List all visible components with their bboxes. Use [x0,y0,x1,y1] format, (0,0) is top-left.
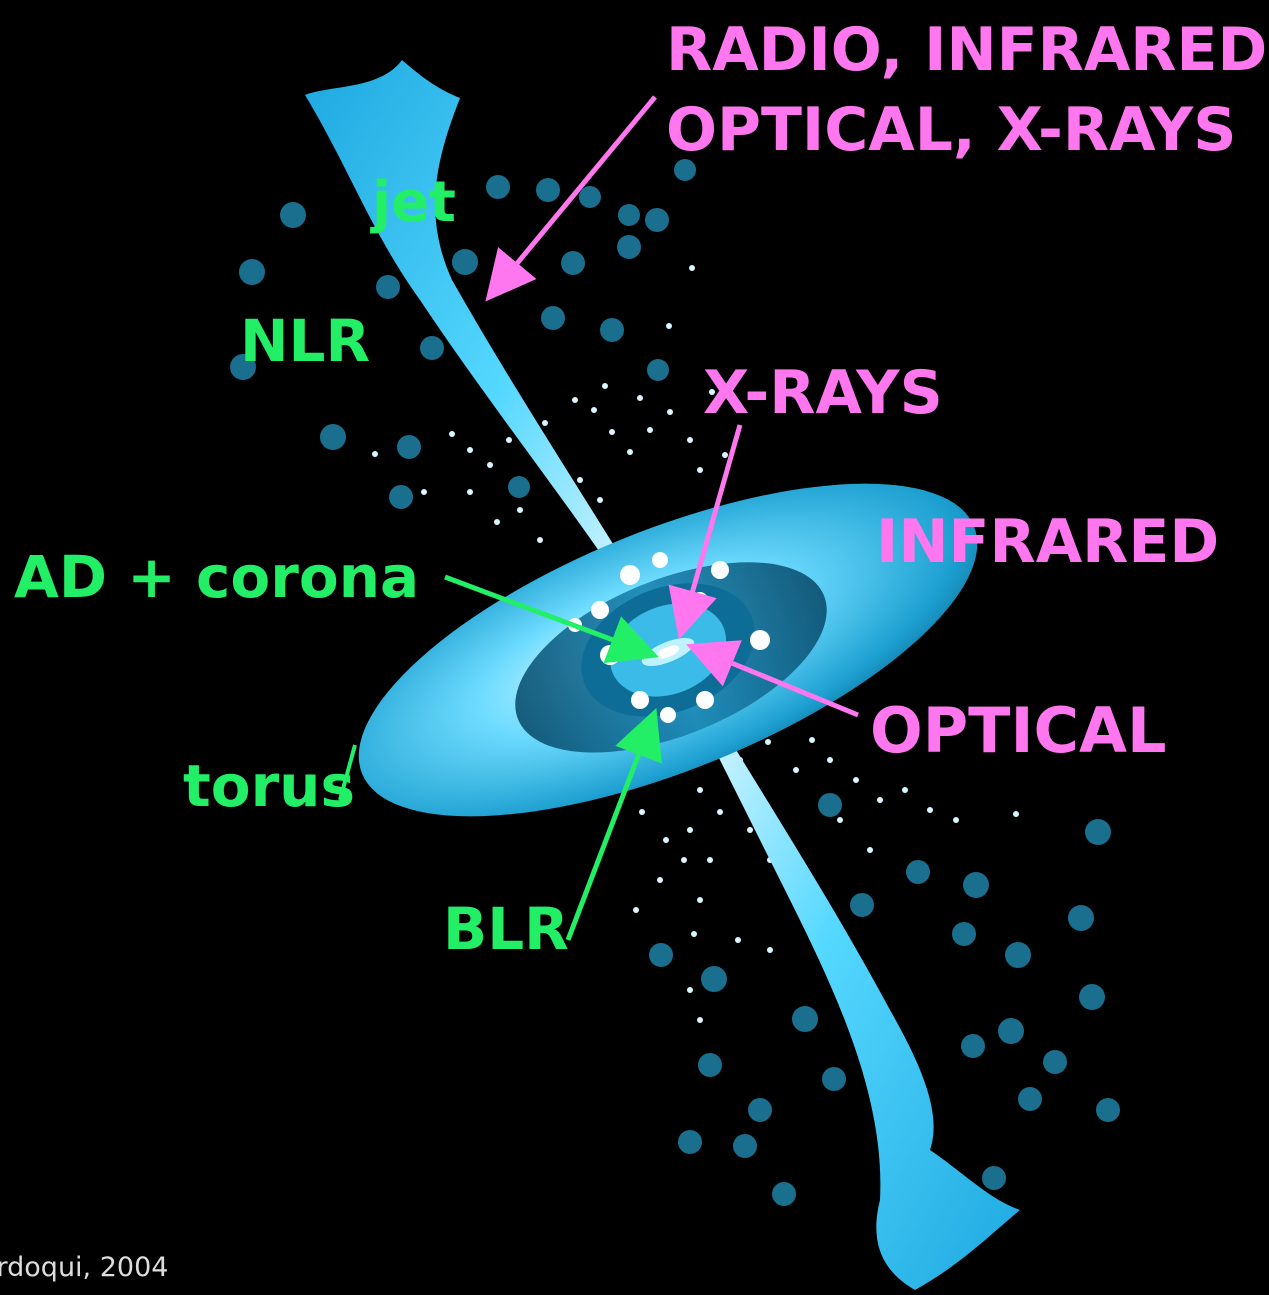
label-radio-line1: RADIO, INFRARED, [666,20,1269,80]
credit-text: ordoqui, 2004 [0,1252,168,1283]
label-ad-corona: AD + corona [14,548,419,606]
label-blr: BLR [443,900,569,958]
label-optical: OPTICAL [870,700,1167,762]
label-jet: jet [372,175,456,231]
label-radio-line2: OPTICAL, X-RAYS [666,100,1236,160]
label-torus: torus [183,757,355,815]
label-xrays: X-RAYS [703,363,943,423]
label-infrared: INFRARED [876,512,1219,572]
label-nlr: NLR [240,312,370,370]
